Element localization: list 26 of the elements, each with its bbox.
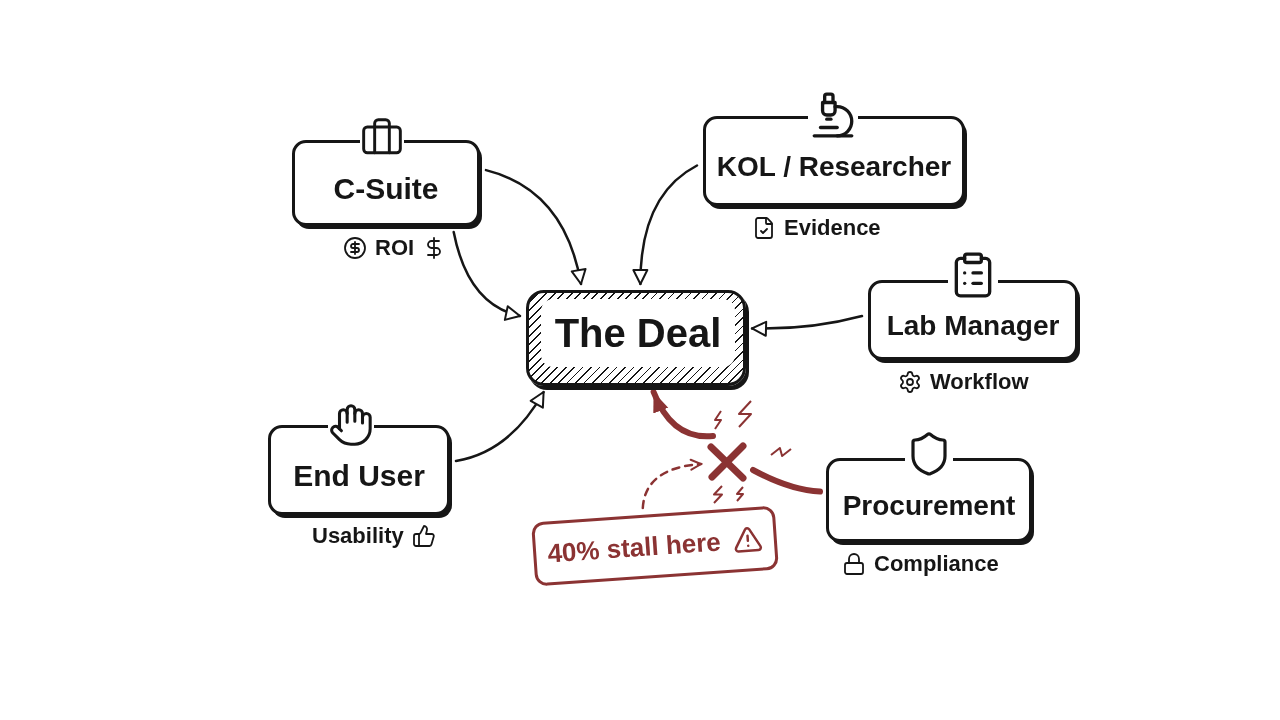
role-caption: ROI xyxy=(375,234,415,262)
deal-title: The Deal xyxy=(554,313,722,353)
role-caption: Compliance xyxy=(874,550,999,578)
role-title: KOL / Researcher xyxy=(716,153,952,181)
arrow xyxy=(650,389,716,440)
arrow xyxy=(484,168,587,286)
arrow xyxy=(632,164,699,286)
role-box xyxy=(868,280,1078,360)
role-caption: Usability xyxy=(312,522,404,550)
arrow xyxy=(452,230,522,321)
arrow xyxy=(641,459,703,510)
x-mark xyxy=(707,442,747,482)
role-box xyxy=(826,458,1032,542)
role-caption: Workflow xyxy=(930,368,1029,396)
arrow xyxy=(454,390,545,463)
role-caption: Evidence xyxy=(784,214,881,242)
role-title: Lab Manager xyxy=(886,312,1060,340)
connector-line xyxy=(750,467,823,495)
role-box xyxy=(703,116,965,206)
role-title: C-Suite xyxy=(333,174,439,204)
role-box xyxy=(292,140,480,226)
role-title: Procurement xyxy=(842,492,1016,520)
role-box xyxy=(268,425,450,515)
arrow xyxy=(750,314,864,337)
role-title: End User xyxy=(293,461,425,491)
warning-label: 40% stall here xyxy=(546,528,722,567)
